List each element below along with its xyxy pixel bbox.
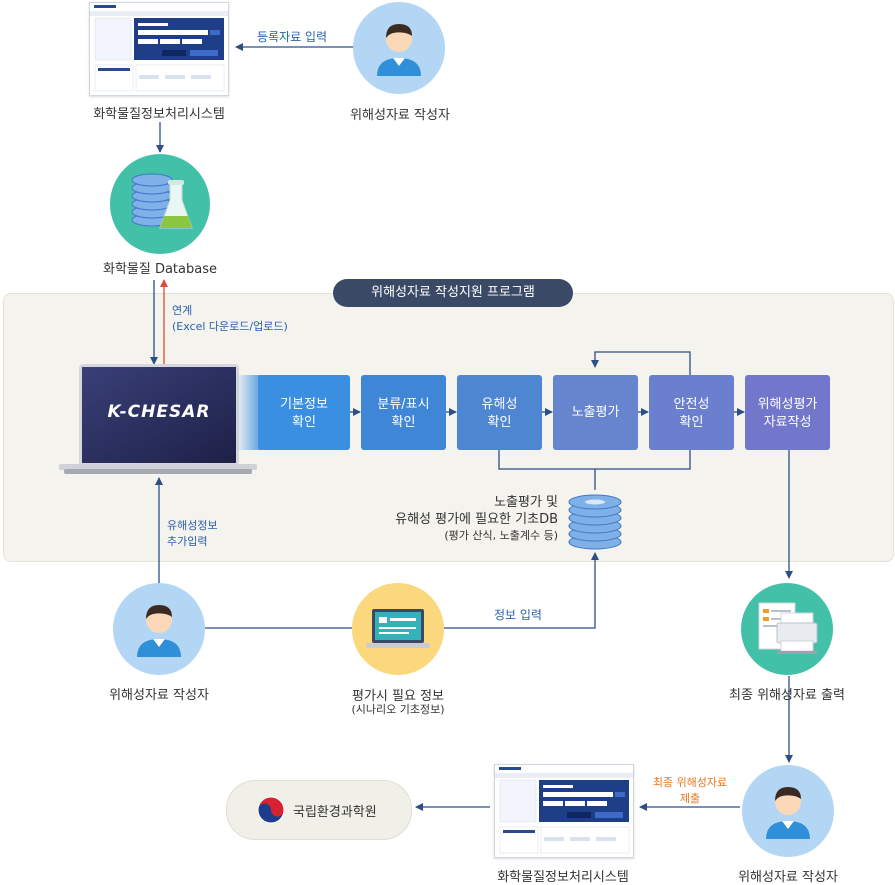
institute-badge: 국립환경과학원: [226, 780, 412, 840]
db-line2: 유해성 평가에 필요한 기초DB: [395, 512, 558, 527]
link-label-2: (Excel 다운로드/업로드): [172, 320, 288, 333]
basic-db-icon: [565, 488, 625, 552]
step-exposure: [553, 375, 638, 450]
db-line1: 노출평가 및: [494, 495, 558, 510]
step2-line2: 확인: [391, 415, 416, 430]
step4-line1: 노출평가: [571, 405, 620, 420]
final-submit-label-2: 제출: [679, 792, 701, 805]
person-icon: [137, 605, 181, 657]
laptop: K-CHESAR: [59, 364, 257, 476]
final-output-label: 최종 위해성자료 출력: [729, 688, 845, 703]
step5-line1: 안전성: [673, 397, 710, 412]
info-input-label: 정보 입력: [494, 608, 542, 622]
step2-line1: 분류/표시: [377, 397, 430, 412]
eval-info-label-2: (시나리오 기초정보): [351, 703, 445, 716]
step3-line1: 유해성: [481, 397, 518, 412]
system-screenshot-top: [89, 2, 229, 96]
step-safety: [649, 375, 734, 450]
author-label-top: 위해성자료 작성자: [350, 108, 450, 123]
author-avatar-bottom: [113, 583, 205, 675]
system-label-top: 화학물질정보처리시스템: [93, 107, 225, 122]
step6-line2: 자료작성: [763, 415, 812, 430]
person-icon: [766, 787, 810, 839]
author-label-bottom: 위해성자료 작성자: [109, 688, 209, 703]
step-risk-doc: [745, 375, 830, 450]
final-output-circle: [741, 583, 833, 675]
step-hazard: [457, 375, 542, 450]
taegeuk-logo-icon: [257, 796, 285, 824]
system-label-bottom: 화학물질정보처리시스템: [497, 870, 629, 885]
add-input-label-2: 추가입력: [167, 535, 208, 548]
step-text-4: 노출평가: [553, 404, 638, 422]
step5-line2: 확인: [679, 415, 704, 430]
printer-icon: [758, 602, 818, 654]
database-label: 화학물질 Database: [102, 262, 217, 277]
institute-name: 국립환경과학원: [293, 805, 377, 820]
final-author-label: 위해성자료 작성자: [738, 870, 838, 885]
db-description: 노출평가 및 유해성 평가에 필요한 기초DB (평가 산식, 노출계수 등): [360, 494, 558, 543]
laptop-brand: K-CHESAR: [107, 402, 211, 422]
final-submit-label-1: 최종 위해성자료: [652, 776, 728, 789]
eval-info-label-1: 평가시 필요 정보: [352, 689, 444, 704]
db-line3: (평가 산식, 노출계수 등): [444, 529, 558, 542]
program-title: 위해성자료 작성지원 프로그램: [333, 279, 573, 307]
database-circle: [110, 154, 210, 254]
step1-line2: 확인: [292, 415, 316, 430]
database-flask-icon: [131, 173, 193, 229]
add-input-label-1: 유해성정보: [167, 519, 218, 532]
register-input-label: 등록자료 입력: [257, 30, 328, 44]
step1-line1: 기본정보: [280, 397, 328, 412]
link-label-1: 연계: [172, 304, 193, 317]
system-screenshot-bottom: [494, 764, 634, 858]
step3-line2: 확인: [487, 415, 512, 430]
step6-line1: 위해성평가: [757, 397, 818, 412]
laptop-form-icon: [366, 609, 430, 648]
step-classification: [361, 375, 446, 450]
final-author-avatar: [742, 765, 834, 857]
eval-info-circle: [352, 583, 444, 675]
person-icon: [377, 24, 421, 76]
author-avatar-top: [353, 2, 445, 94]
step-basic-info: 기본정보: [258, 375, 350, 450]
